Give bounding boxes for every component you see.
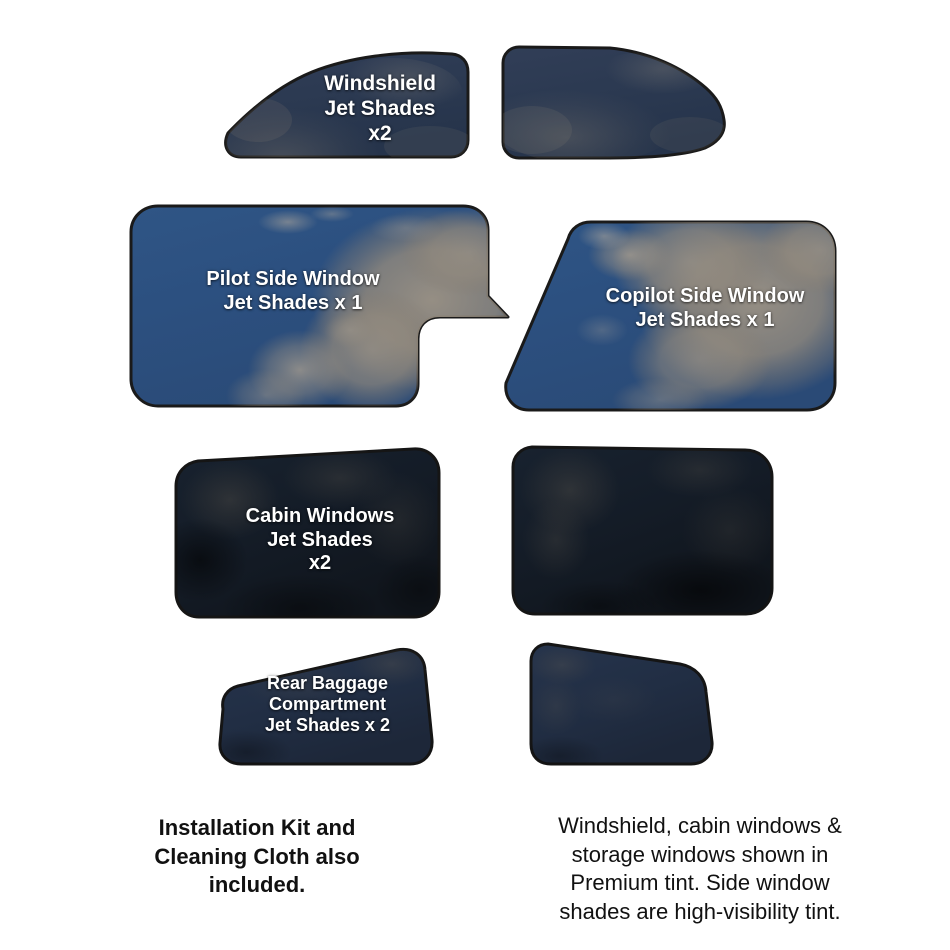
panel-rear-baggage-left[interactable] [200, 642, 434, 774]
panel-windshield-right[interactable] [490, 45, 730, 164]
panel-rear-baggage-right[interactable] [516, 642, 714, 776]
panel-pilot-side-window[interactable] [129, 204, 552, 421]
panel-copilot-side-window[interactable] [504, 200, 880, 422]
caption-tint-note: Windshield, cabin windows & storage wind… [558, 813, 842, 924]
panel-cabin-window-left[interactable] [152, 447, 466, 642]
panel-windshield-left[interactable] [210, 51, 476, 186]
caption-installation-kit: Installation Kit and Cleaning Cloth also… [154, 815, 360, 898]
panel-cabin-window-right[interactable] [511, 442, 786, 632]
